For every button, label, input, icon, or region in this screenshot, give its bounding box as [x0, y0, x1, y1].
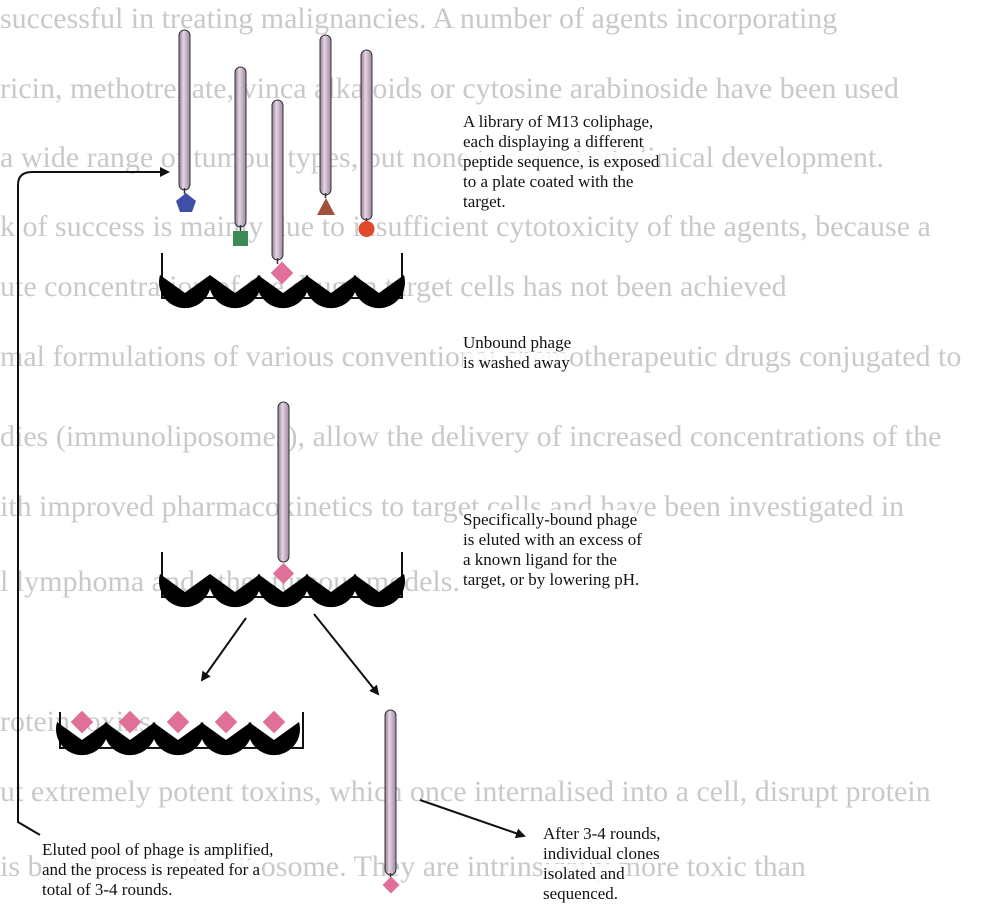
- phage: [385, 710, 396, 875]
- plate-middle: [159, 402, 405, 607]
- target-diamond: [119, 711, 142, 734]
- pentagon-peptide: [176, 193, 196, 212]
- phage: [179, 30, 190, 190]
- plate-amplified: [56, 711, 303, 755]
- receptor: [159, 574, 211, 607]
- square-peptide: [233, 231, 248, 246]
- phage: [235, 67, 246, 227]
- arrow-to-sequence-phage: [314, 614, 378, 694]
- caption-sequence: After 3-4 rounds, individual clones isol…: [543, 824, 661, 904]
- plate-top: [159, 253, 405, 308]
- receptor: [159, 275, 211, 308]
- receptor: [305, 275, 357, 308]
- target-diamond: [273, 563, 294, 584]
- target-diamond: [383, 877, 400, 894]
- isolated-clone: [383, 710, 400, 893]
- target-diamond: [215, 711, 238, 734]
- target-diamond: [271, 262, 294, 285]
- receptor: [209, 275, 261, 308]
- target-diamond: [167, 711, 190, 734]
- caption-amplify: Eluted pool of phage is amplified, and t…: [42, 840, 273, 900]
- arrow-to-sequencing: [420, 800, 524, 836]
- target-diamond: [263, 711, 286, 734]
- bound-phage: [278, 402, 289, 562]
- phage: [320, 35, 331, 195]
- receptor: [353, 574, 405, 607]
- receptor: [305, 574, 357, 607]
- phage: [361, 50, 372, 220]
- arrow-to-amplify: [202, 618, 246, 680]
- target-diamond: [71, 711, 94, 734]
- triangle-peptide: [317, 198, 335, 215]
- caption-library: A library of M13 coliphage, each display…: [463, 112, 659, 212]
- phage-library: [176, 30, 375, 264]
- receptor: [209, 574, 261, 607]
- receptor: [353, 275, 405, 308]
- caption-wash: Unbound phage is washed away: [463, 333, 571, 373]
- circle-peptide: [359, 221, 375, 237]
- caption-elute: Specifically-bound phage is eluted with …: [463, 510, 642, 590]
- phage: [272, 100, 283, 260]
